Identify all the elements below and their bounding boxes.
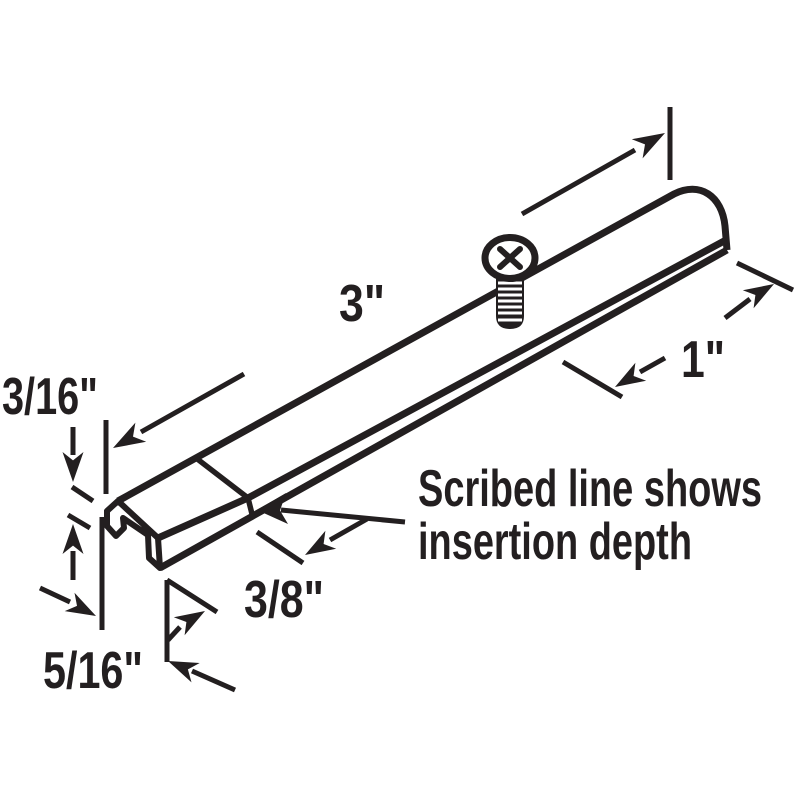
arrowhead [173,611,205,636]
dim-3-8in-shaft-right [328,516,369,543]
bar-silhouette [107,189,727,568]
dim-1in-shaft-lower [638,355,667,375]
dim-3-8in-tick-right [255,529,305,566]
arrowhead [64,592,96,616]
dim-1in: 1" [561,260,795,400]
dim-3-16in: 3/16" [2,368,98,580]
screw-threads [498,281,522,322]
dim-1in-tick-lower [561,359,624,400]
dim-3-16in-tick-upper [70,484,95,504]
dim-3-8in: 3/8" [165,516,369,642]
note-line1: Scribed line shows [418,460,762,518]
c-channel-end-face [104,498,163,571]
dim-3in: 3" [103,107,673,494]
note-leader: Scribed line shows insertion depth [257,460,762,571]
phillips-cross-icon [497,246,523,270]
dim-5-16in: 5/16" [38,517,237,700]
dim-1in-label: 1" [681,331,725,389]
arrowhead [631,133,665,159]
dim-3-8in-shaft-left [166,625,182,642]
arrowhead [615,362,647,387]
arrowhead [62,524,84,554]
arrowhead [305,530,337,555]
phillips-screw-icon [481,234,539,329]
arrowhead [168,661,200,683]
dim-3-8in-tick-left [165,577,219,615]
dim-1in-tick-upper [735,260,795,293]
dim-5-16in-shaft-right [190,668,237,693]
arrowhead [62,452,84,482]
leader-shaft [280,507,406,525]
dim-3in-shaft-upper [520,147,637,217]
note-line2: insertion depth [418,513,692,571]
dim-1in-shaft-upper [723,297,752,320]
bar-back-edge [116,185,731,505]
dim-5-16in-shaft-left [38,585,72,605]
dim-3in-shaft-lower [139,371,246,435]
flat-bar [104,185,731,572]
dim-3in-label: 3" [339,275,385,333]
dim-3-8in-label: 3/8" [244,571,324,629]
dim-5-16in-label: 5/16" [43,642,143,700]
arrowhead [113,422,147,448]
dim-3-16in-label: 3/16" [2,368,98,426]
scribed-line [194,455,256,519]
dim-3-16in-tick-lower [66,512,92,531]
arrowhead [257,493,288,524]
arrowhead [742,284,774,309]
